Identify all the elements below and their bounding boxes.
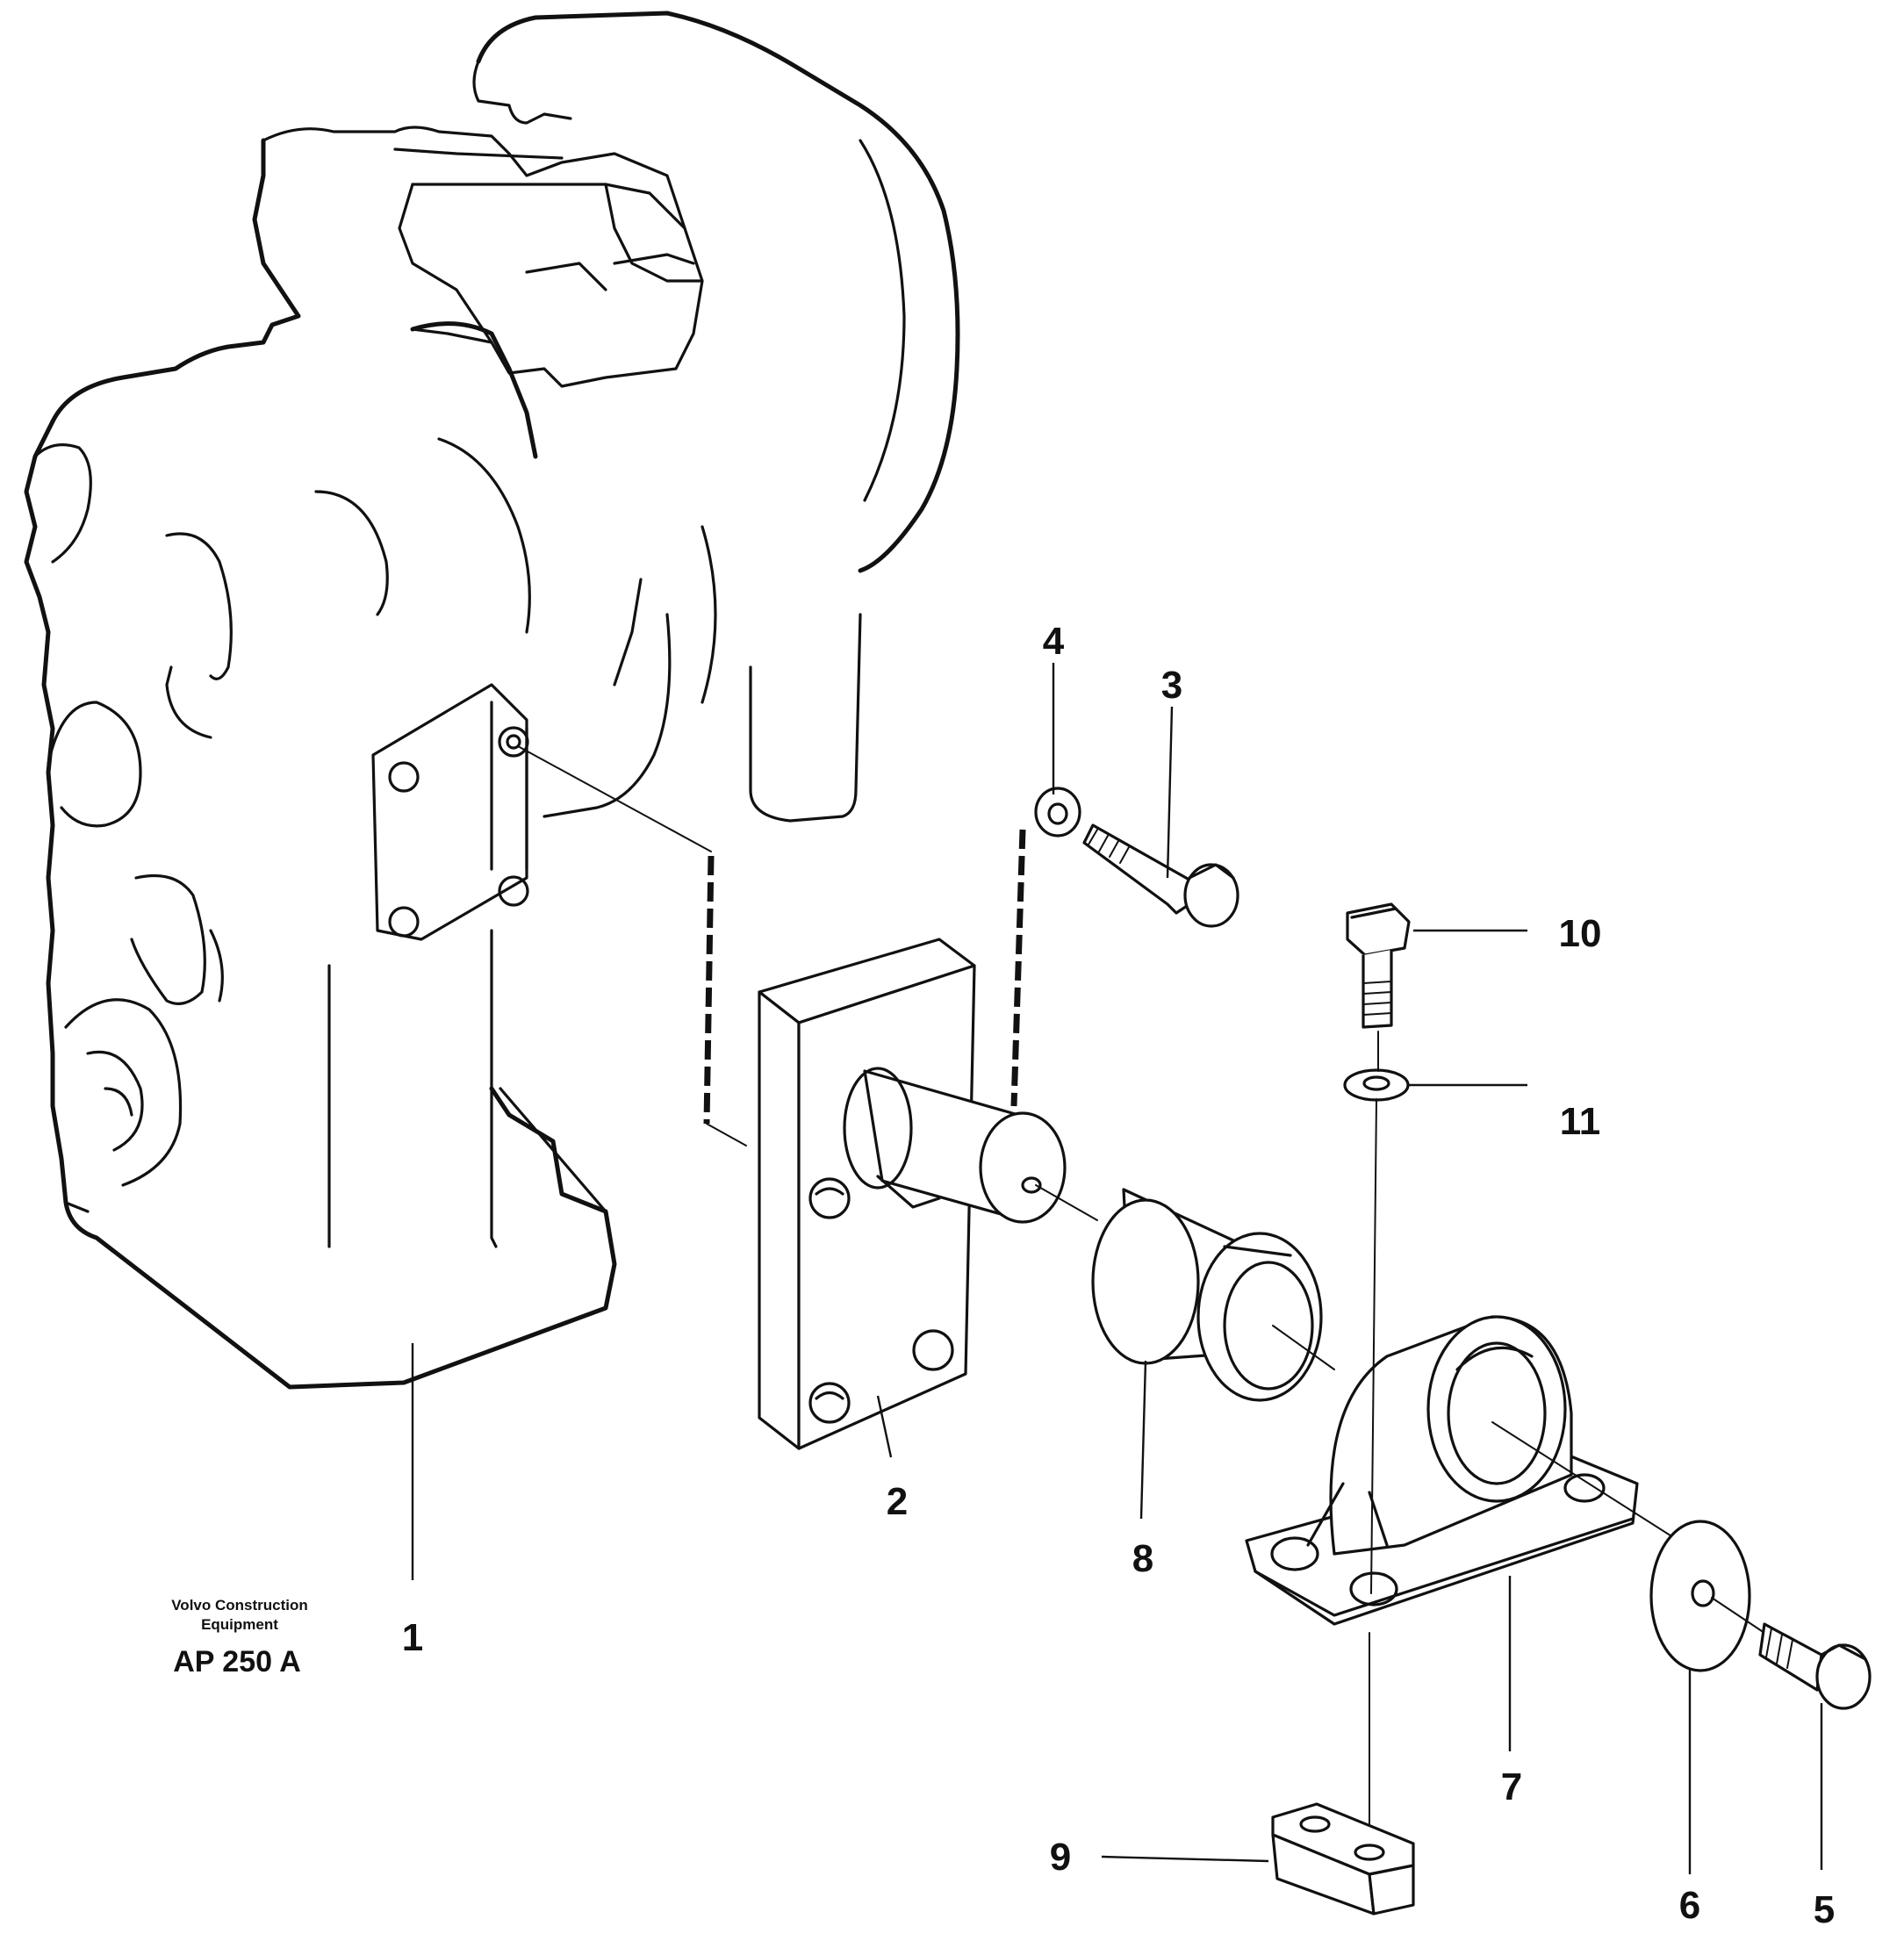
callout-6: 6: [1679, 1884, 1700, 1927]
transmission-housing: [24, 11, 960, 1390]
guide-dash-left: [703, 855, 715, 1125]
guide-dash-right: [1010, 829, 1026, 1107]
vertical-axis-line: [1370, 1098, 1377, 1594]
rubber-bushing: [1091, 1188, 1323, 1402]
washer-6: [1649, 1520, 1751, 1672]
callout-7: 7: [1501, 1765, 1522, 1808]
screw-10: [1346, 902, 1411, 1029]
bracket-axis-line: [1491, 1421, 1686, 1546]
screw-5: [1758, 1622, 1872, 1710]
washer-4: [1034, 787, 1081, 837]
callout-1: 1: [402, 1616, 423, 1659]
guide-line-housing-lower: [706, 1123, 747, 1147]
drawing-code: AP 250 A: [173, 1645, 301, 1678]
bushing-axis-line: [1272, 1325, 1335, 1370]
shaft-axis-line: [1035, 1184, 1098, 1221]
nut-plate: [1271, 1802, 1415, 1916]
callout-3: 3: [1161, 664, 1182, 707]
callout-9: 9: [1050, 1836, 1071, 1879]
callout-5: 5: [1814, 1888, 1835, 1931]
callout-2: 2: [887, 1480, 908, 1523]
bracket-plate: [758, 938, 1067, 1450]
callout-10: 10: [1559, 912, 1602, 955]
brand-line-1: Volvo Construction: [171, 1597, 308, 1614]
callout-4: 4: [1043, 620, 1065, 663]
leader-9: [1101, 1855, 1269, 1863]
leader-2: [876, 1395, 893, 1458]
washer-11: [1343, 1068, 1410, 1102]
leader-3: [1166, 706, 1174, 879]
callout-8: 8: [1132, 1537, 1153, 1580]
callout-11: 11: [1560, 1100, 1601, 1143]
leader-8: [1139, 1360, 1147, 1520]
screw-3: [1082, 823, 1239, 928]
guide-line-housing: [517, 745, 712, 852]
brand-line-2: Equipment: [201, 1616, 278, 1633]
bearing-bracket: [1245, 1315, 1639, 1626]
washer-axis-line: [1711, 1597, 1765, 1634]
